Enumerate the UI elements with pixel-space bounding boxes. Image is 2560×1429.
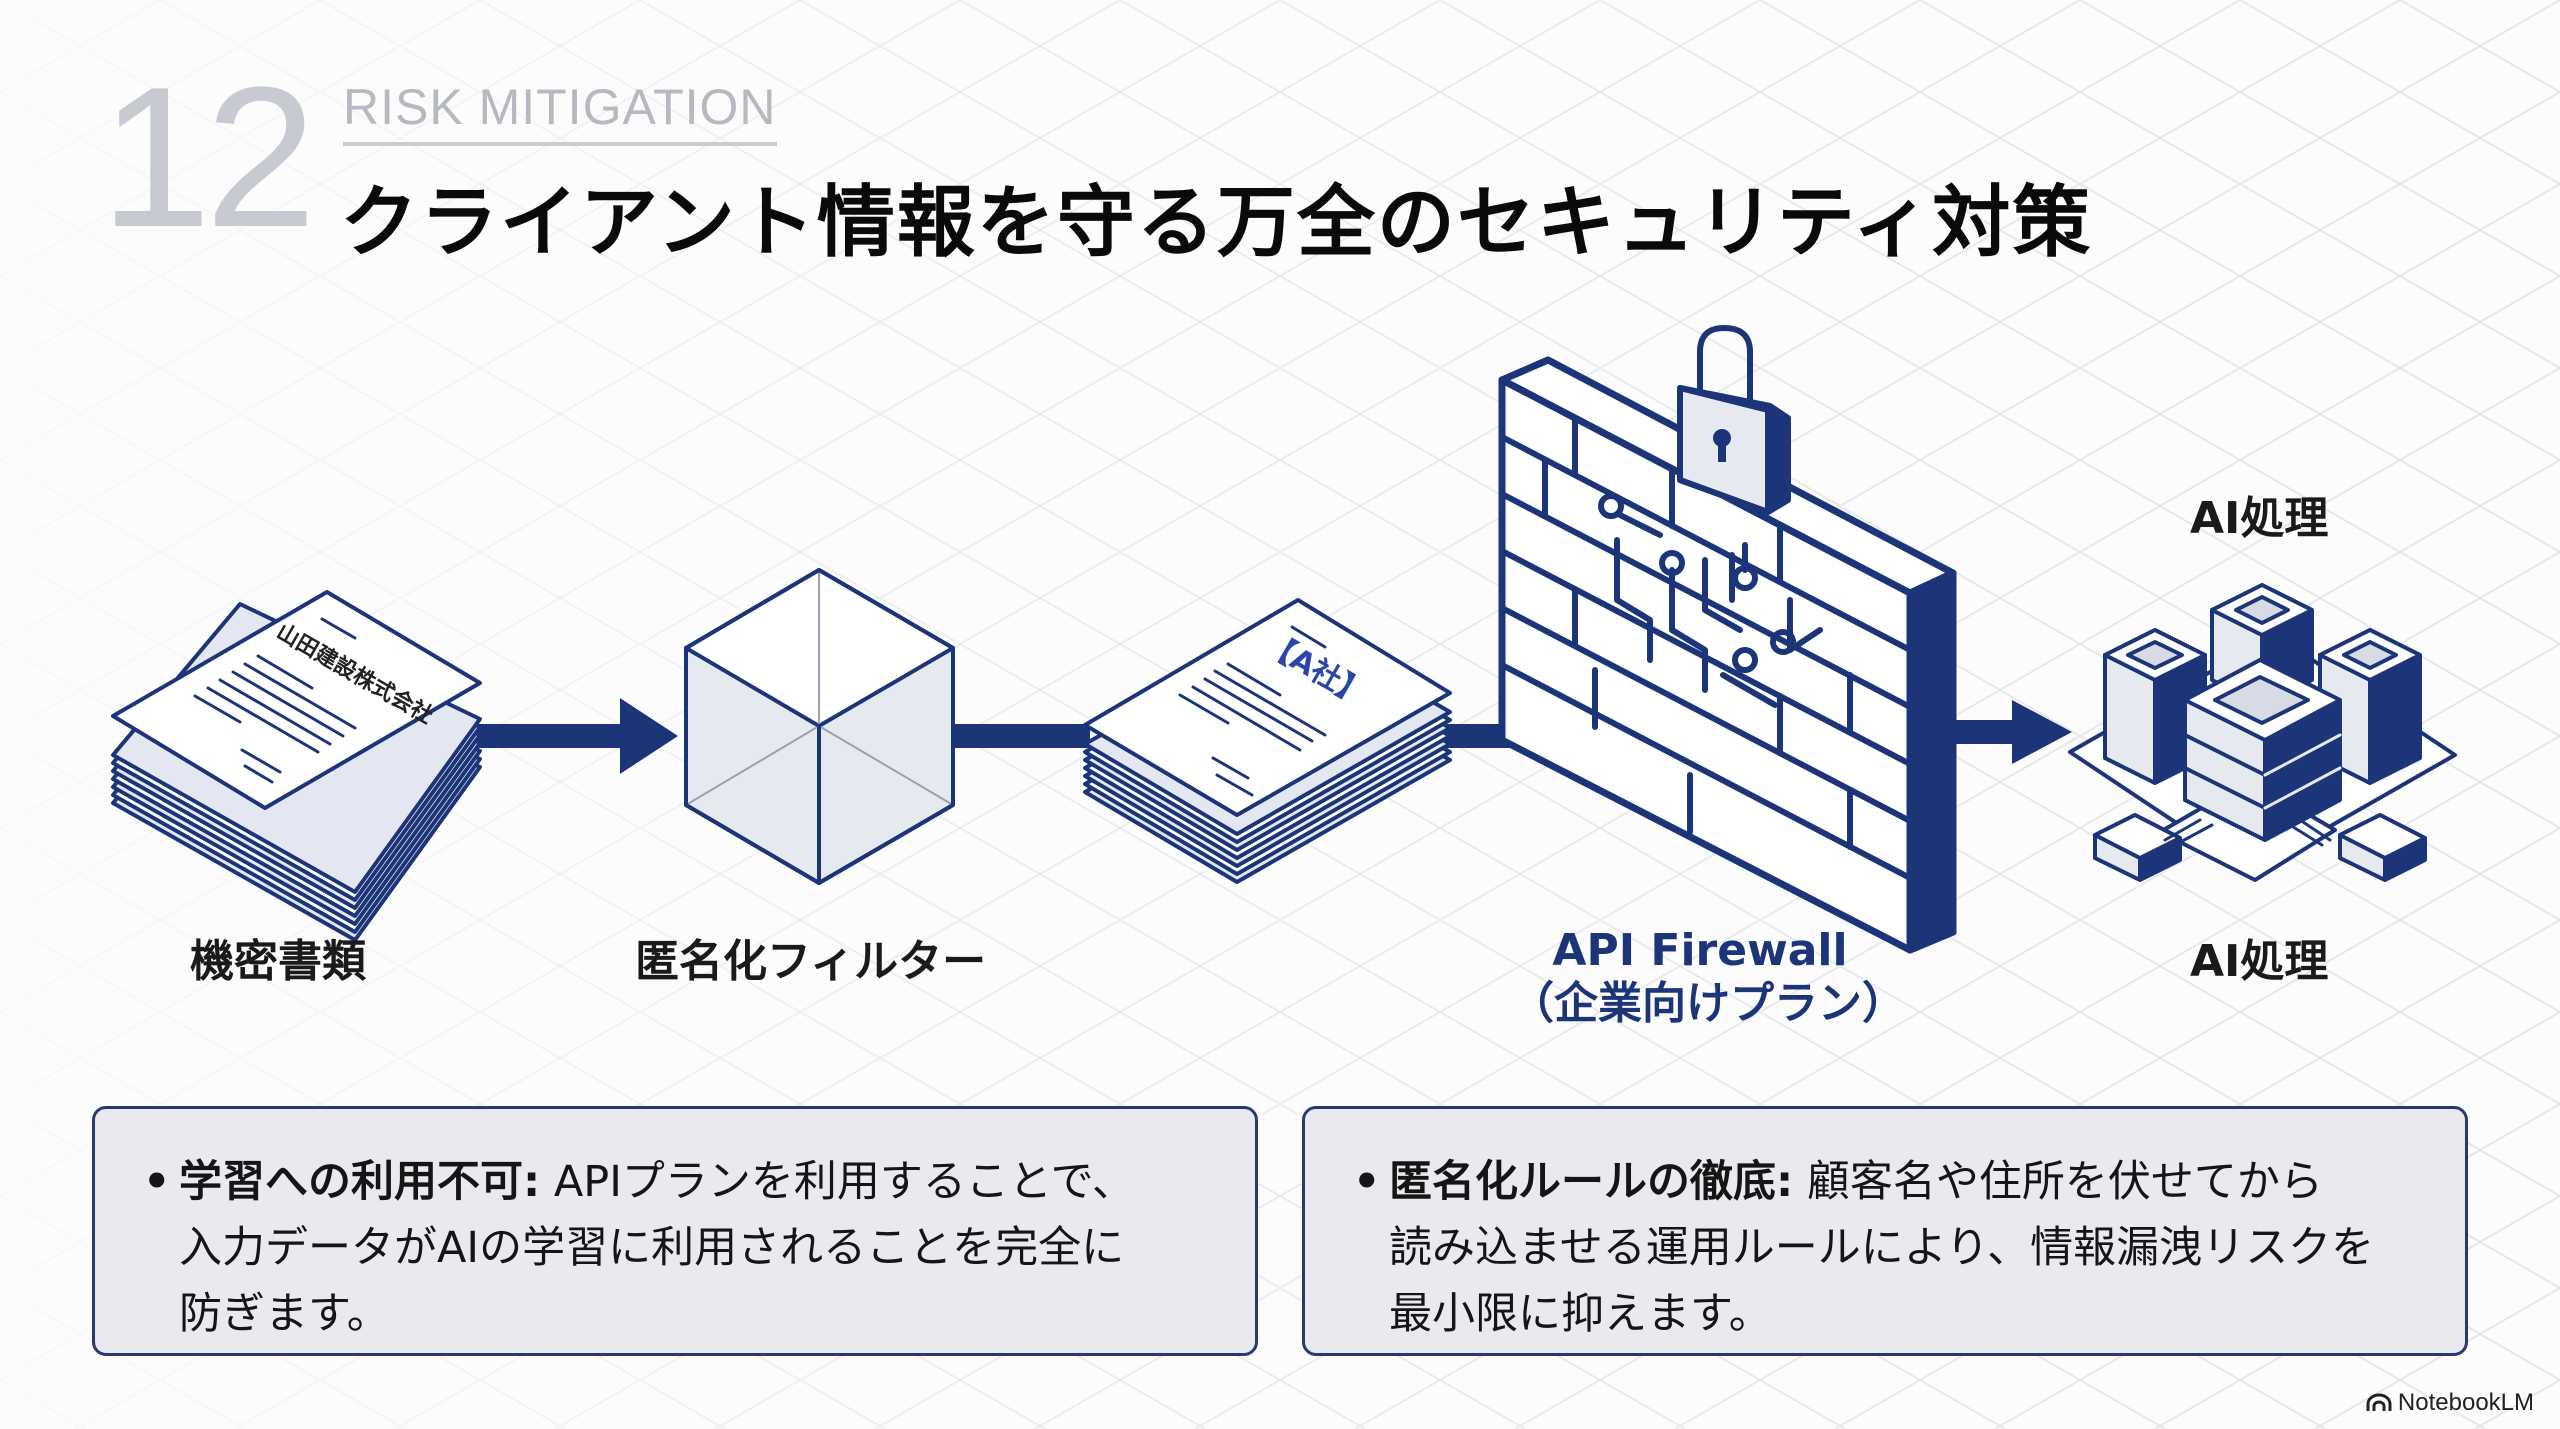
node-label-anonymize-filter: 匿名化フィルター bbox=[635, 936, 987, 987]
brand-watermark: NotebookLM bbox=[2366, 1389, 2534, 1417]
document-stack-icon: 山田建設株式会社 bbox=[111, 590, 482, 942]
padlock-icon bbox=[1677, 325, 1791, 515]
api-firewall-subtitle: （企業向けプラン） bbox=[1510, 977, 1906, 1029]
api-firewall-title: API Firewall bbox=[1552, 925, 1848, 976]
edge-docs-to-filter bbox=[470, 698, 678, 774]
card-text: 最小限に抑えます。 bbox=[1389, 1289, 1772, 1339]
arrow-head-icon bbox=[620, 698, 678, 774]
document-stack-icon: 【A社】 bbox=[1083, 598, 1452, 884]
info-card-no-training: •学習への利用不可: APIプランを利用することで、 入力データがAIの学習に利… bbox=[92, 1106, 1258, 1356]
card-text: APIプランを利用することで、 bbox=[540, 1157, 1135, 1207]
card-lead: 学習への利用不可: bbox=[179, 1157, 541, 1207]
server-cluster-icon bbox=[2068, 583, 2457, 882]
card-text: 防ぎます。 bbox=[179, 1289, 390, 1339]
card-text: 読み込ませる運用ルールにより、情報漏洩リスクを bbox=[1389, 1223, 2375, 1273]
node-label-api-firewall: API Firewall （企業向けプラン） bbox=[1510, 925, 1906, 1031]
slide-number: 12 bbox=[100, 46, 316, 269]
card-text: 顧客名や住所を伏せてから bbox=[1793, 1157, 2323, 1207]
card-lead: 匿名化ルールの徹底: bbox=[1389, 1157, 1794, 1207]
notebooklm-logo-icon bbox=[2366, 1393, 2392, 1411]
brand-name: NotebookLM bbox=[2397, 1389, 2534, 1416]
bullet: • bbox=[1353, 1157, 1381, 1207]
edge-firewall-to-ai bbox=[1950, 700, 2072, 764]
node-label-confidential-docs: 機密書類 bbox=[190, 936, 366, 987]
cube-filter-icon bbox=[684, 568, 955, 885]
node-label-ai-processing-top: AI処理 bbox=[2190, 493, 2329, 544]
bullet: • bbox=[143, 1157, 171, 1207]
section-eyebrow: RISK MITIGATION bbox=[343, 78, 777, 146]
node-label-ai-processing: AI処理 bbox=[2190, 936, 2329, 987]
edge-filter-to-anondocs bbox=[950, 724, 1090, 748]
info-card-anonymization-rule: •匿名化ルールの徹底: 顧客名や住所を伏せてから 読み込ませる運用ルールにより、… bbox=[1302, 1106, 2468, 1356]
page-title: クライアント情報を守る万全のセキュリティ対策 bbox=[340, 178, 2093, 268]
arrow-head-icon bbox=[2012, 700, 2072, 764]
card-text: 入力データがAIの学習に利用されることを完全に bbox=[179, 1223, 1125, 1273]
firewall-lock-icon bbox=[1498, 325, 1957, 954]
